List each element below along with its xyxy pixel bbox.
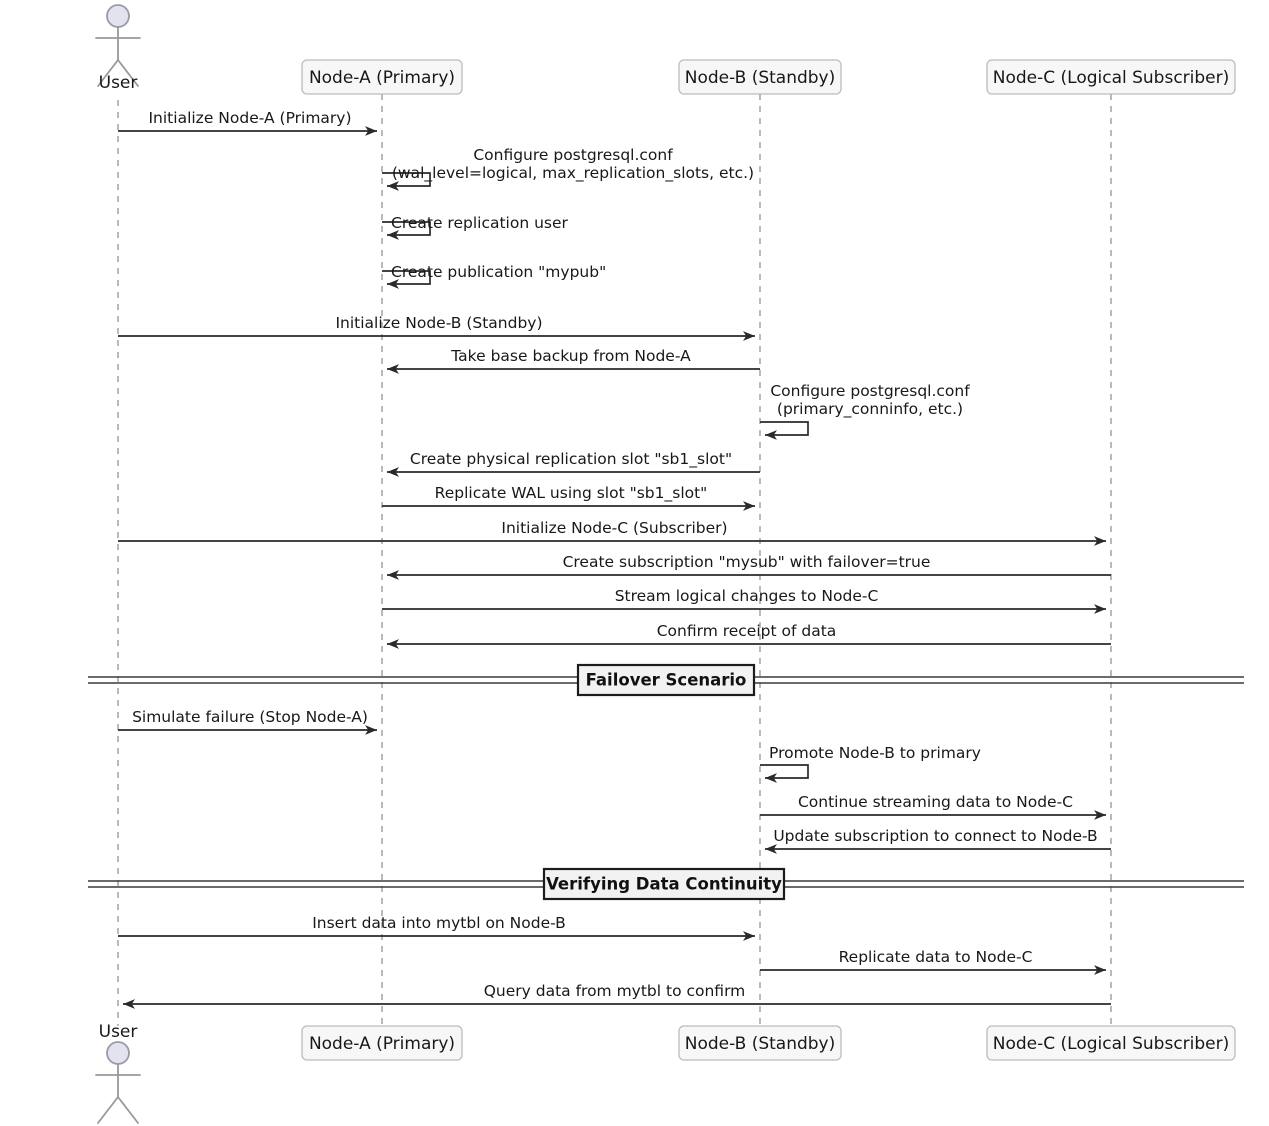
divider-failover: Failover Scenario (88, 663, 1244, 697)
self-message-arrow (760, 421, 809, 440)
message-label: Take base backup from Node-A (450, 347, 691, 365)
message-label-line2: (primary_conninfo, etc.) (777, 400, 963, 419)
participant-box[interactable] (986, 1025, 1236, 1061)
messages-layer: Initialize Node-A (Primary) Configure pos… (118, 109, 1111, 1009)
self-message-arrow (760, 764, 809, 783)
actor-leg-right (117, 59, 139, 87)
message-label-line2: (wal_level=logical, max_replication_slot… (392, 164, 754, 183)
message-m15[interactable]: Promote Node-B to primary (760, 744, 981, 783)
message-m9[interactable]: Replicate WAL using slot "sb1_slot" (382, 484, 755, 511)
message-label: Replicate data to Node-C (839, 948, 1033, 966)
message-label: Create physical replication slot "sb1_sl… (410, 450, 732, 469)
message-label: Stream logical changes to Node-C (615, 587, 879, 605)
message-label: Create subscription "mysub" with failove… (563, 553, 931, 571)
message-m3[interactable]: Create replication user (382, 214, 569, 240)
participant-label: Node-B (Standby) (685, 68, 836, 88)
message-label: Initialize Node-B (Standby) (335, 314, 542, 332)
message-m5[interactable]: Initialize Node-B (Standby) (118, 314, 755, 341)
message-m1[interactable]: Initialize Node-A (Primary) (118, 109, 377, 136)
self-message-arrow (382, 270, 431, 289)
participant-label: Node-C (Logical Subscriber) (993, 68, 1230, 88)
actor-head-icon (106, 1041, 130, 1065)
message-m13[interactable]: Confirm receipt of data (387, 622, 1111, 649)
message-m2[interactable]: Configure postgresql.conf(wal_level=logi… (382, 146, 754, 191)
participant-node-a-bottom[interactable]: Node-A (Primary) (301, 1025, 463, 1061)
message-label: Simulate failure (Stop Node-A) (132, 708, 368, 726)
message-m4[interactable]: Create publication "mypub" (382, 263, 606, 289)
actor-leg-right (117, 1096, 139, 1124)
actor-label-top: User (99, 73, 138, 93)
message-m8[interactable]: Create physical replication slot "sb1_sl… (387, 450, 760, 477)
message-m14[interactable]: Simulate failure (Stop Node-A) (118, 708, 377, 735)
participant-label: Node-B (Standby) (685, 1034, 836, 1054)
participant-box[interactable] (301, 59, 463, 95)
message-label: Confirm receipt of data (657, 622, 837, 640)
participant-box[interactable] (678, 59, 842, 95)
message-label: Continue streaming data to Node-C (798, 793, 1073, 811)
participant-node-a-top[interactable]: Node-A (Primary) (301, 59, 463, 95)
message-label: Query data from mytbl to confirm (484, 982, 746, 1000)
message-label: Create replication user (391, 214, 569, 232)
message-label: Update subscription to connect to Node-B (773, 827, 1097, 845)
message-label: Promote Node-B to primary (769, 744, 981, 762)
self-message-arrow (382, 172, 431, 191)
lifelines-layer (117, 94, 1112, 1026)
message-label: Insert data into mytbl on Node-B (312, 914, 566, 932)
actor-user-bottom: User (95, 1022, 141, 1124)
divider-label: Verifying Data Continuity (546, 875, 782, 894)
message-m10[interactable]: Initialize Node-C (Subscriber) (118, 519, 1106, 546)
message-m18[interactable]: Insert data into mytbl on Node-B (118, 914, 755, 941)
message-m7[interactable]: Configure postgresql.conf(primary_connin… (760, 382, 970, 440)
message-label-line1: Configure postgresql.conf (473, 146, 673, 164)
participant-box[interactable] (301, 1025, 463, 1061)
participant-box[interactable] (986, 59, 1236, 95)
message-m19[interactable]: Replicate data to Node-C (760, 948, 1106, 975)
message-m20[interactable]: Query data from mytbl to confirm (123, 982, 1111, 1009)
divider-verify: Verifying Data Continuity (88, 867, 1244, 901)
actor-leg-left (97, 59, 119, 87)
participant-node-b-top[interactable]: Node-B (Standby) (678, 59, 842, 95)
message-label: Replicate WAL using slot "sb1_slot" (435, 484, 708, 503)
actor-head-icon (106, 4, 130, 28)
participant-box[interactable] (678, 1025, 842, 1061)
divider-box (576, 663, 756, 697)
self-message-arrow (382, 221, 431, 240)
participant-node-c-bottom[interactable]: Node-C (Logical Subscriber) (986, 1025, 1236, 1061)
message-label: Initialize Node-A (Primary) (148, 109, 351, 127)
message-m11[interactable]: Create subscription "mysub" with failove… (387, 553, 1111, 580)
participant-node-c-top[interactable]: Node-C (Logical Subscriber) (986, 59, 1236, 95)
actor-user-top: User (95, 4, 141, 93)
actor-leg-left (97, 1096, 119, 1124)
message-label: Create publication "mypub" (391, 263, 606, 281)
message-label: Initialize Node-C (Subscriber) (501, 519, 727, 537)
message-m6[interactable]: Take base backup from Node-A (387, 347, 760, 374)
message-m12[interactable]: Stream logical changes to Node-C (382, 587, 1106, 614)
message-m16[interactable]: Continue streaming data to Node-C (760, 793, 1106, 820)
participant-label: Node-A (Primary) (309, 68, 455, 88)
actor-label-bottom: User (99, 1022, 138, 1042)
divider-label: Failover Scenario (586, 671, 747, 690)
participant-label: Node-A (Primary) (309, 1034, 455, 1054)
participant-label: Node-C (Logical Subscriber) (993, 1034, 1230, 1054)
divider-box (542, 867, 786, 901)
message-m17[interactable]: Update subscription to connect to Node-B (765, 827, 1111, 854)
message-label-line1: Configure postgresql.conf (770, 382, 970, 400)
participant-node-b-bottom[interactable]: Node-B (Standby) (678, 1025, 842, 1061)
